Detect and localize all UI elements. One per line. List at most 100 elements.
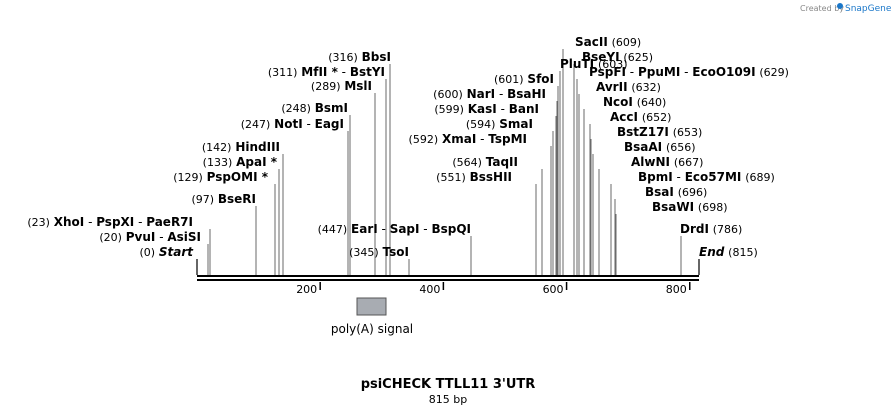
- site-position: (564): [452, 156, 482, 169]
- polya-signal-feature[interactable]: [356, 297, 387, 316]
- site-separator: -: [476, 132, 488, 146]
- site-label[interactable]: (311) MfII * - BstYI: [268, 65, 385, 79]
- site-position: (447): [318, 223, 348, 236]
- site-label[interactable]: (20) PvuI - AsiSI: [99, 230, 201, 244]
- site-position: (248): [281, 102, 311, 115]
- site-label[interactable]: (133) ApaI *: [203, 155, 278, 169]
- site-separator: -: [155, 230, 167, 244]
- credit-prefix: Created by: [800, 4, 844, 13]
- site-label[interactable]: (289) MslI: [311, 79, 372, 93]
- site-position: (689): [745, 171, 775, 184]
- site-separator: -: [338, 65, 350, 79]
- enzyme-name: EarI: [351, 222, 378, 236]
- site-label[interactable]: (564) TaqII: [452, 155, 518, 169]
- site-position: (311): [268, 66, 298, 79]
- site-label[interactable]: (0) Start: [139, 245, 194, 259]
- enzyme-name: NcoI: [603, 95, 633, 109]
- site-label[interactable]: PspFI - PpuMI - EcoO109I (629): [589, 65, 789, 79]
- site-position: (599): [434, 103, 464, 116]
- site-separator: -: [134, 215, 146, 229]
- site-position: (640): [637, 96, 667, 109]
- enzyme-name: Start: [159, 245, 194, 259]
- site-position: (289): [311, 80, 341, 93]
- enzyme-name: EagI: [315, 117, 344, 131]
- enzyme-name: PluTI: [560, 57, 594, 71]
- site-position: (129): [173, 171, 203, 184]
- site-label[interactable]: (592) XmaI - TspMI: [409, 132, 527, 146]
- site-label[interactable]: AccI (652): [610, 110, 671, 124]
- site-label[interactable]: NcoI (640): [603, 95, 666, 109]
- site-label[interactable]: (247) NotI - EagI: [241, 117, 344, 131]
- site-label[interactable]: PluTI (603): [560, 57, 628, 71]
- site-separator: -: [680, 65, 692, 79]
- site-label[interactable]: AvrII (632): [596, 80, 661, 94]
- site-label[interactable]: (345) TsoI: [349, 245, 409, 259]
- site-position: (133): [203, 156, 233, 169]
- site-separator: -: [626, 65, 638, 79]
- enzyme-name: SfoI: [527, 72, 554, 86]
- enzyme-name: ApaI *: [236, 155, 278, 169]
- enzyme-name: TaqII: [486, 155, 518, 169]
- enzyme-name: HindIII: [235, 140, 280, 154]
- site-position: (20): [99, 231, 122, 244]
- enzyme-name: AsiSI: [167, 230, 201, 244]
- site-position: (625): [623, 51, 653, 64]
- site-separator: -: [84, 215, 96, 229]
- enzyme-name: MfII *: [301, 65, 338, 79]
- enzyme-name: End: [699, 245, 725, 259]
- enzyme-name: BsaAI: [624, 140, 662, 154]
- site-label[interactable]: (316) BbsI: [328, 50, 391, 64]
- site-label[interactable]: BsaAI (656): [624, 140, 696, 154]
- enzyme-name: BbsI: [362, 50, 391, 64]
- site-label[interactable]: AlwNI (667): [631, 155, 703, 169]
- site-label[interactable]: (248) BsmI: [281, 101, 348, 115]
- site-label[interactable]: (600) NarI - BsaHI: [433, 87, 546, 101]
- enzyme-name: BsaWI: [652, 200, 694, 214]
- site-separator: -: [495, 87, 507, 101]
- ruler-tick-label: 400: [419, 283, 440, 296]
- enzyme-name: KasI: [468, 102, 497, 116]
- site-label[interactable]: (129) PspOMI *: [173, 170, 269, 184]
- site-label[interactable]: BstZ17I (653): [617, 125, 702, 139]
- site-separator: -: [673, 170, 685, 184]
- site-label[interactable]: SacII (609): [575, 35, 641, 49]
- site-label[interactable]: BsaI (696): [645, 185, 707, 199]
- site-label[interactable]: BsaWI (698): [652, 200, 728, 214]
- map-title: psiCHECK TTLL11 3'UTR: [361, 377, 536, 392]
- enzyme-name: PspXI: [96, 215, 134, 229]
- site-label[interactable]: DrdI (786): [680, 222, 742, 236]
- site-label[interactable]: (97) BseRI: [191, 192, 256, 206]
- site-label[interactable]: (447) EarI - SapI - BspQI: [318, 222, 471, 236]
- site-position: (609): [612, 36, 642, 49]
- ruler-tick-label: 200: [296, 283, 317, 296]
- enzyme-name: PvuI: [126, 230, 156, 244]
- site-position: (600): [433, 88, 463, 101]
- enzyme-name: XmaI: [442, 132, 476, 146]
- enzyme-name: PspOMI *: [207, 170, 269, 184]
- site-position: (592): [409, 133, 439, 146]
- site-separator: -: [303, 117, 315, 131]
- enzyme-name: BssHII: [470, 170, 512, 184]
- site-position: (652): [642, 111, 672, 124]
- enzyme-name: BspQI: [431, 222, 471, 236]
- site-position: (97): [191, 193, 214, 206]
- enzyme-name: DrdI: [680, 222, 709, 236]
- enzyme-name: PspFI: [589, 65, 626, 79]
- site-label[interactable]: (551) BssHII: [436, 170, 512, 184]
- site-label[interactable]: (142) HindIII: [202, 140, 280, 154]
- site-position: (698): [698, 201, 728, 214]
- enzyme-name: BstYI: [350, 65, 385, 79]
- enzyme-name: BseRI: [218, 192, 256, 206]
- site-label[interactable]: (23) XhoI - PspXI - PaeR7I: [27, 215, 193, 229]
- site-label[interactable]: End (815): [699, 245, 758, 259]
- site-label[interactable]: BpmI - Eco57MI (689): [638, 170, 775, 184]
- enzyme-name: BsmI: [315, 101, 348, 115]
- site-label[interactable]: (601) SfoI: [494, 72, 554, 86]
- site-label[interactable]: (594) SmaI: [466, 117, 533, 131]
- site-label[interactable]: (599) KasI - BanI: [434, 102, 539, 116]
- site-label[interactable]: BseYI (625): [582, 50, 653, 64]
- site-position: (316): [328, 51, 358, 64]
- site-position: (603): [598, 58, 628, 71]
- map-length: 815 bp: [429, 393, 467, 406]
